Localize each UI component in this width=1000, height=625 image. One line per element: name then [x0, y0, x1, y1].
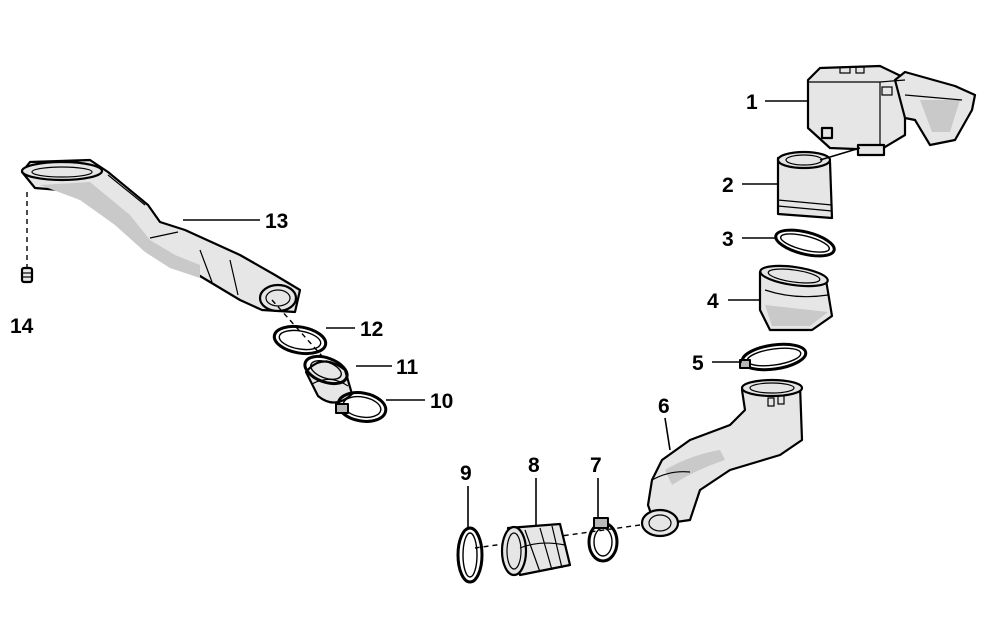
callout-13: 13 [265, 210, 288, 233]
part-7-hose-clamp [587, 517, 619, 563]
leader-lines [183, 100, 808, 528]
part-1-air-box [806, 64, 977, 157]
callout-3: 3 [722, 228, 734, 251]
part-12-gasket [272, 324, 328, 356]
callout-4: 4 [707, 290, 719, 313]
part-11-coupling-sleeve [303, 354, 354, 404]
callout-labels: 1 2 3 4 5 6 7 8 9 10 11 12 13 14 [10, 91, 758, 485]
callout-7: 7 [590, 454, 602, 477]
part-9-gasket [456, 526, 484, 584]
callout-14: 14 [10, 315, 34, 338]
callout-2: 2 [722, 174, 734, 197]
part-4-adapter-boot [758, 264, 834, 332]
part-13-intake-duct [20, 158, 302, 314]
part-3-seal-ring [774, 228, 836, 258]
part-10-hose-clamp [335, 391, 388, 423]
part-2-filter-element [776, 150, 834, 220]
part-5-clamp-band [739, 342, 808, 372]
filter-link-line [819, 147, 861, 161]
part-6-elbow-duct [640, 378, 804, 538]
part-8-rubber-coupler [500, 522, 572, 577]
part-14-screw [20, 266, 34, 284]
callout-1: 1 [746, 91, 758, 114]
callout-11: 11 [396, 356, 419, 379]
callout-8: 8 [528, 454, 540, 477]
callout-10: 10 [430, 390, 453, 413]
callout-5: 5 [692, 352, 704, 375]
callout-12: 12 [360, 318, 383, 341]
callout-6: 6 [658, 395, 670, 418]
callout-9: 9 [460, 462, 472, 485]
left-assembly-axis [271, 299, 331, 366]
